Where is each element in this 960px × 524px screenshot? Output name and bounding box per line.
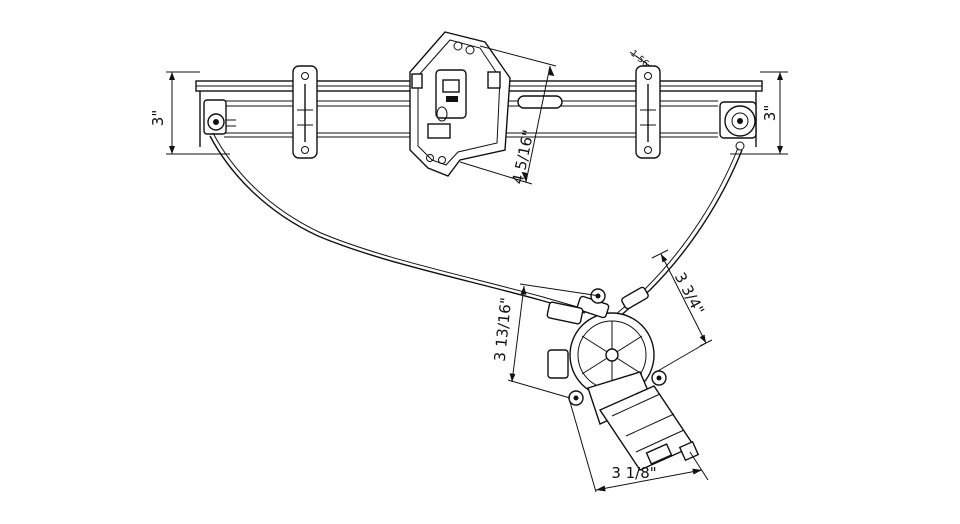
rail-clip-left	[292, 65, 318, 159]
right-pulley	[719, 101, 757, 151]
dimension-motor-bottom: 3 1/8"	[569, 401, 709, 493]
glass-bracket	[409, 31, 511, 177]
rail-clip-right	[635, 65, 661, 159]
dimension-left-height: 3"	[149, 71, 230, 155]
dimension-motor-bottom-label: 3 1/8"	[611, 464, 656, 482]
dimension-motor-upper: 3 3/4"	[651, 249, 713, 373]
dimension-left-label: 3"	[149, 110, 167, 126]
dimension-motor-left-label: 3 13/16"	[491, 296, 516, 362]
dimension-right-label: 3"	[761, 105, 779, 121]
motor-assembly	[546, 286, 700, 471]
left-pulley	[203, 99, 236, 135]
cables	[209, 132, 743, 319]
dimension-right-height: 3"	[730, 71, 788, 155]
dimension-motor-upper-label: 3 3/4"	[671, 269, 708, 318]
